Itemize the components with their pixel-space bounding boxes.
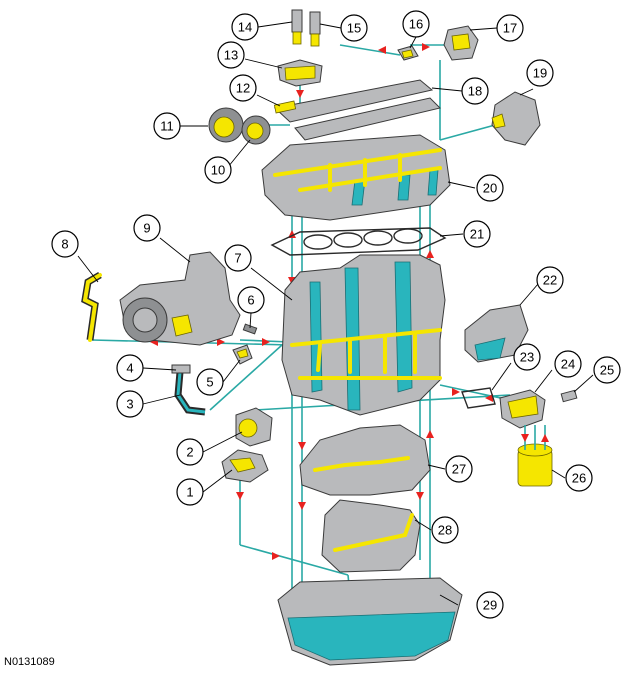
callout-1-label: 1 [186,485,193,500]
head-gasket [270,227,447,256]
callout-19: 19 [526,59,554,87]
oil-filter [517,425,553,487]
filter-adapter-gasket [461,387,496,409]
callout-12: 12 [229,74,257,102]
callout-8-label: 8 [61,237,68,252]
camshafts [273,79,441,141]
callout-27: 27 [445,455,473,483]
callout-5-label: 5 [206,375,213,390]
oil-feed-bolt [242,323,258,335]
callout-20-label: 20 [483,181,497,196]
callout-11-label: 11 [160,119,174,134]
callout-1: 1 [176,478,204,506]
timing-cover [464,304,529,363]
turbo-oil-return-line [174,371,206,416]
cylinder-head [261,134,451,221]
callout-24: 24 [554,350,582,378]
callout-7-label: 7 [234,251,241,266]
callout-23: 23 [513,343,541,371]
callout-20: 20 [476,174,504,202]
callout-27-label: 27 [452,462,466,477]
figure-id: N0131089 [4,656,55,668]
bedplate [321,499,421,573]
camshaft-sprockets [208,107,271,145]
turbocharger [119,251,241,346]
callout-22-label: 22 [543,273,557,288]
oil-feed-fitting [232,344,253,365]
callout-3-label: 3 [126,397,133,412]
callout-13-label: 13 [224,48,238,63]
callout-21: 21 [463,220,491,248]
callout-12-label: 12 [236,81,250,96]
callout-2: 2 [176,438,204,466]
cam-bearing-cap [273,100,297,114]
callout-14-label: 14 [238,20,252,35]
chain-tensioner [397,45,419,61]
callout-8: 8 [51,230,79,258]
vct-housing [277,59,323,87]
callout-23-label: 23 [520,350,534,365]
callout-14: 14 [231,13,259,41]
callout-17: 17 [496,14,524,42]
oil-pump [235,407,273,447]
callout-10-label: 10 [211,163,225,178]
callout-9-label: 9 [143,221,150,236]
oil-pressure-sensor [560,389,578,403]
callout-15-label: 15 [347,21,361,36]
callout-7: 7 [224,244,252,272]
turbo-oil-return-fitting [171,364,191,374]
callout-25-label: 25 [600,363,614,378]
callout-10: 10 [204,156,232,184]
crankshaft [299,424,431,496]
callout-16: 16 [402,10,430,38]
callout-13: 13 [217,41,245,69]
callout-3: 3 [116,390,144,418]
callout-11: 11 [153,112,181,140]
callout-29: 29 [476,591,504,619]
callout-29-label: 29 [483,598,497,613]
callout-22: 22 [536,266,564,294]
callout-6-label: 6 [247,293,254,308]
callout-24-label: 24 [561,357,575,372]
callout-25: 25 [593,356,621,384]
callout-5: 5 [196,368,224,396]
callout-18-label: 18 [468,84,482,99]
vacuum-pump [491,91,541,146]
oil-filter-adapter [499,389,546,429]
callout-4-label: 4 [126,361,133,376]
callout-28: 28 [431,516,459,544]
callout-21-label: 21 [470,227,484,242]
callout-6: 6 [237,286,265,314]
callout-17-label: 17 [503,21,517,36]
callout-4: 4 [116,354,144,382]
callout-9: 9 [133,214,161,242]
leader-lines [77,21,594,606]
callout-16-label: 16 [409,17,423,32]
flow-arrows [150,43,493,595]
cylinder-block [281,254,446,416]
callout-2-label: 2 [186,445,193,460]
callout-18: 18 [461,77,489,105]
upper-oil-fitting [443,25,479,61]
callout-28-label: 28 [438,523,452,538]
turbo-oil-supply-tube [81,271,102,342]
oil-pan [277,577,463,666]
callout-26: 26 [565,464,593,492]
callout-26-label: 26 [572,471,586,486]
oil-pickup-tube [221,449,269,483]
callouts: 1 2 3 4 5 6 7 8 9 10 11 12 13 14 15 16 1… [51,10,621,619]
vct-solenoids [291,9,321,47]
callout-15: 15 [340,14,368,42]
callout-19-label: 19 [533,66,547,81]
